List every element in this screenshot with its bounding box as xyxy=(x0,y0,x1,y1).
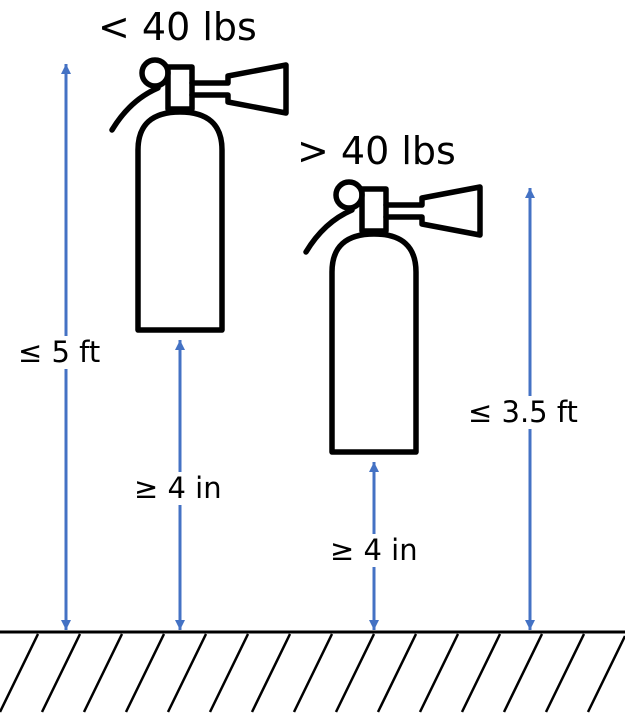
weight-label: > 40 lbs xyxy=(297,129,456,173)
min-clearance-label: ≥ 4 in xyxy=(134,471,222,505)
max-height-label: ≤ 3.5 ft xyxy=(468,395,578,429)
fire-extinguisher-icon xyxy=(109,57,289,333)
min-clearance-label: ≥ 4 in xyxy=(330,533,418,567)
weight-label: < 40 lbs xyxy=(98,5,257,49)
floor-hatch xyxy=(0,633,625,713)
max-height-label: ≤ 5 ft xyxy=(18,335,101,369)
fire-extinguisher-icon xyxy=(303,179,483,455)
